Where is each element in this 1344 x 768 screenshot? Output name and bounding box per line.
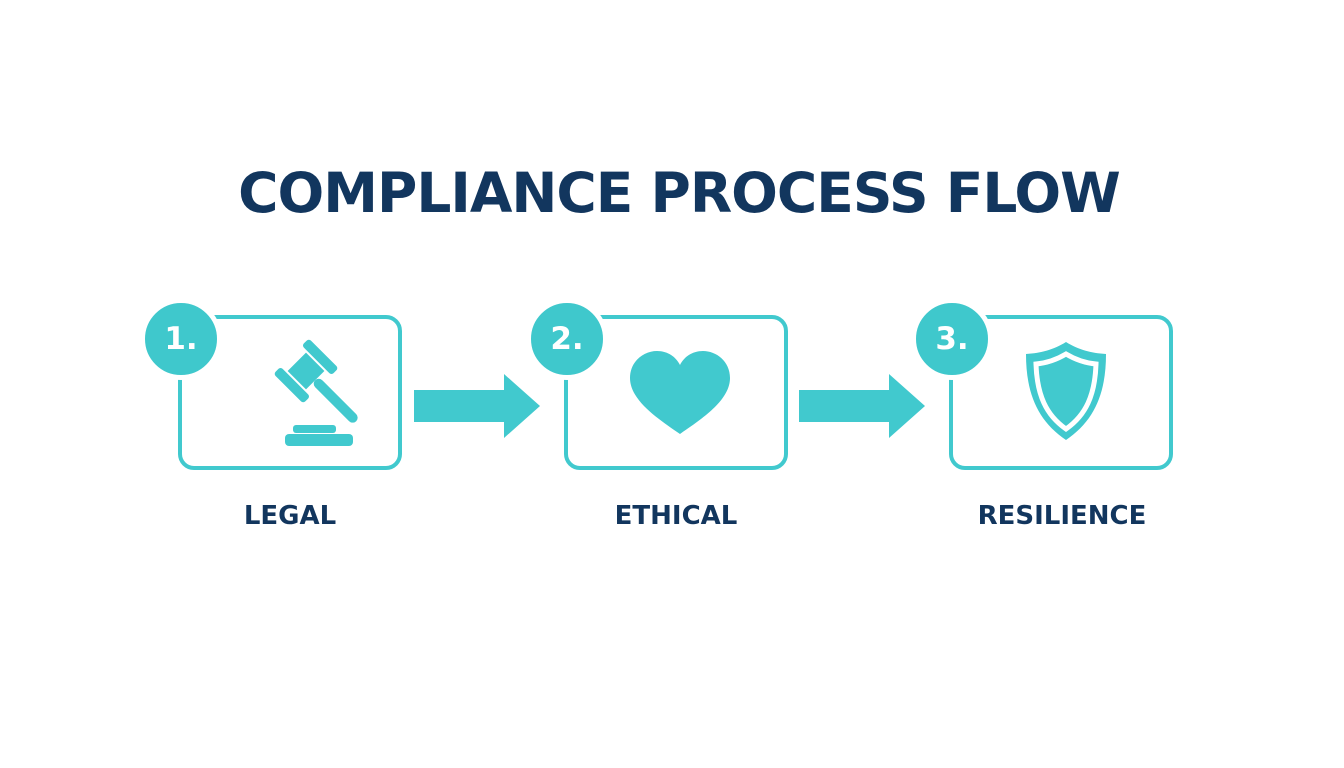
arrow-right-icon	[799, 374, 925, 438]
step-1-label: LEGAL	[243, 501, 337, 531]
diagram-title: COMPLIANCE PROCESS FLOW	[238, 161, 1121, 225]
step-2-number-badge: 2.	[526, 298, 608, 380]
shield-icon	[1026, 342, 1106, 440]
step-3-box	[949, 315, 1173, 470]
gavel-icon	[274, 339, 358, 446]
step-3-label: RESILIENCE	[977, 501, 1147, 531]
arrow-right-icon	[414, 374, 540, 438]
heart-icon	[630, 351, 730, 434]
step-3-number-badge: 3.	[911, 298, 993, 380]
step-1-number-badge: 1.	[140, 298, 222, 380]
step-2-label: ETHICAL	[614, 501, 738, 531]
